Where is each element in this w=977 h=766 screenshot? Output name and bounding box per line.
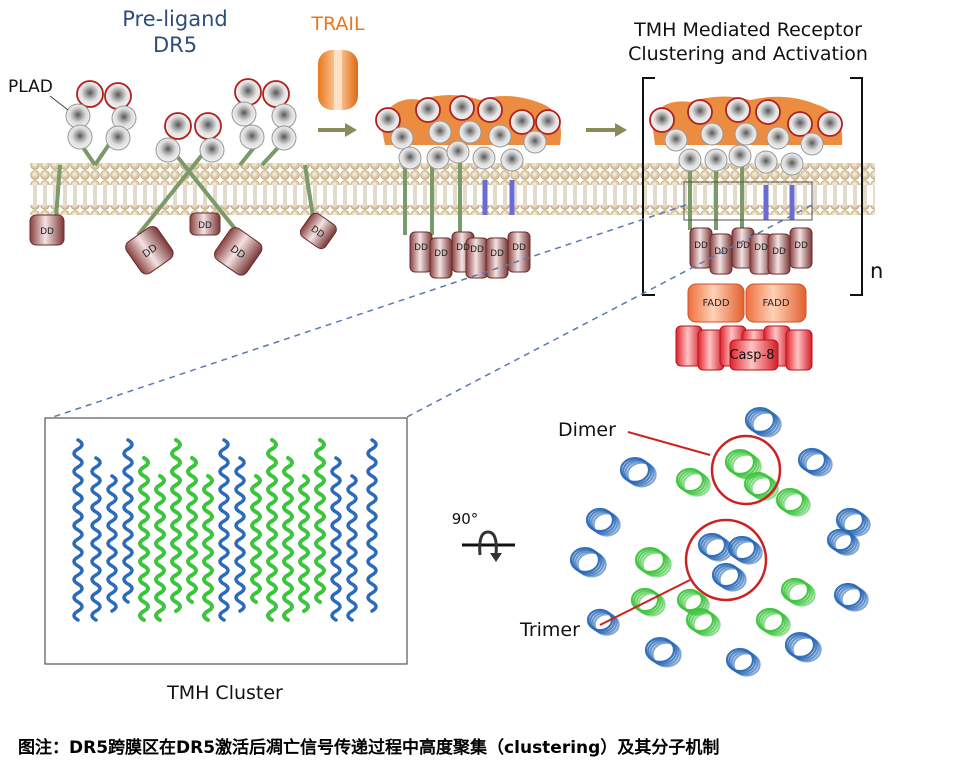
dimer-circle xyxy=(710,434,782,506)
dd-label: DD xyxy=(414,243,428,253)
trimer-circle xyxy=(684,518,768,602)
pre-ligand-label-line2: DR5 xyxy=(153,33,197,57)
dd-label: DD xyxy=(470,245,484,255)
tmh-activated-cluster: DD DD DD DD DD DD FADD FADD Casp-8 xyxy=(649,96,843,371)
casp8-label: Casp-8 xyxy=(729,348,774,363)
arrow-1 xyxy=(318,123,357,137)
arrow-2 xyxy=(586,123,627,137)
tmh-cluster-label: TMH Cluster xyxy=(166,682,283,704)
tmh-cluster-panel xyxy=(44,417,408,665)
dd-label: DD xyxy=(456,243,470,253)
trimer-label: Trimer xyxy=(519,619,580,641)
fadd-label: FADD xyxy=(762,298,789,309)
tmh-title-line2: Clustering and Activation xyxy=(628,43,868,65)
plad-domains xyxy=(65,78,297,163)
tmh-title-line1: TMH Mediated Receptor xyxy=(633,19,862,41)
rotation-icon: 90° xyxy=(452,510,515,562)
tmh-helix-top-view xyxy=(569,407,871,677)
plad-pointer xyxy=(49,95,69,111)
pre-ligand-label-line1: Pre-ligand xyxy=(122,7,227,31)
trail-bound-dr5-cluster: DD DD DD DD DD DD xyxy=(375,95,561,279)
dd-label: DD xyxy=(40,227,54,237)
dimer-pointer xyxy=(627,431,711,456)
dimer-label: Dimer xyxy=(558,419,616,441)
caspase-8-group: Casp-8 xyxy=(675,325,813,371)
lipid-membrane xyxy=(30,163,875,215)
dd-label: DD xyxy=(198,221,212,231)
fadd-label: FADD xyxy=(702,298,729,309)
bracket-left xyxy=(642,77,655,296)
dd-label: DD xyxy=(512,243,526,253)
rotation-label: 90° xyxy=(452,510,479,528)
dd-label: DD xyxy=(794,241,808,251)
pre-ligand-dr5-receptors: DD DD DD DD DD xyxy=(29,78,337,276)
dd-label: DD xyxy=(434,249,448,259)
n-label: n xyxy=(870,259,883,283)
trail-ligand-icon xyxy=(318,50,358,110)
death-domain-group-middle: DD DD DD DD DD DD xyxy=(409,231,531,279)
fadd-group: FADD FADD xyxy=(687,283,807,323)
dd-label: DD xyxy=(754,243,768,253)
figure-caption: 图注：DR5跨膜区在DR5激活后凋亡信号传递过程中高度聚集（clustering… xyxy=(18,738,720,758)
death-domain-group-right: DD DD DD DD DD DD xyxy=(689,227,813,275)
tmh-helix-side-view xyxy=(72,438,378,622)
dd-label: DD xyxy=(736,241,750,251)
trimer-pointer xyxy=(599,579,691,626)
death-domain-group-left: DD DD DD DD DD xyxy=(29,212,337,276)
plad-label: PLAD xyxy=(8,77,53,97)
dd-label: DD xyxy=(772,247,786,257)
dd-label: DD xyxy=(694,241,708,251)
bracket-right xyxy=(850,77,863,296)
dd-label: DD xyxy=(490,249,504,259)
trail-label: TRAIL xyxy=(310,13,365,35)
zoom-lines xyxy=(49,204,813,419)
